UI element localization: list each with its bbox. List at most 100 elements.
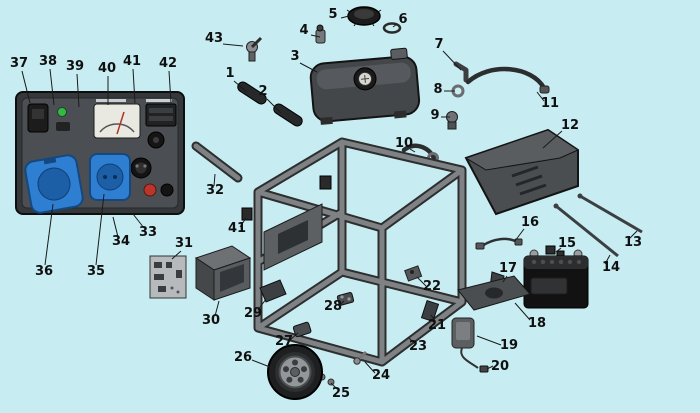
callout-leader-38 [49,68,55,106]
callout-leader-24 [364,361,376,374]
callout-leader-11 [536,91,545,102]
battery [523,249,589,309]
callout-18: 18 [528,316,546,331]
callout-leader-10 [409,148,416,153]
fuel-tank [309,47,421,125]
ground-terminal-black [160,183,174,197]
callout-leader-20 [486,365,494,370]
callout-27: 27 [275,334,293,349]
callout-leader-35 [95,193,105,266]
callout-22: 22 [423,279,441,294]
callout-5: 5 [328,7,337,22]
callout-leader-15 [555,247,562,253]
callout-7: 7 [434,37,443,52]
callout-8: 8 [433,82,442,97]
callout-4: 4 [299,23,308,38]
side-cover-panel [464,128,580,216]
callout-24: 24 [372,368,390,383]
callout-leader-41 [239,217,247,228]
callout-28: 28 [324,299,342,314]
callout-17: 17 [499,261,517,276]
callout-6: 6 [398,12,407,27]
callout-15: 15 [558,236,576,251]
fuel-hose-short [401,143,437,161]
ground-terminal-red [143,183,157,197]
callout-9: 9 [430,108,439,123]
callout-leader-12 [542,130,563,149]
callout-16: 16 [521,215,539,230]
panel-fuse [56,122,70,131]
callout-leader-16 [514,228,525,242]
callout-leader-3 [299,62,318,73]
control-panel [15,91,185,215]
callout-leader-14 [604,254,611,265]
fuel-hose-long [465,66,547,91]
wheel [267,344,323,400]
callout-30: 30 [202,313,220,328]
callout-leader-2 [266,98,282,114]
callout-leader-18 [514,302,531,321]
callout-3: 3 [290,49,299,64]
callout-leader-4 [310,34,321,38]
battery-cable [475,237,523,250]
ac-outlet [89,153,131,201]
callout-40: 40 [98,61,116,76]
callout-leader-33 [132,213,145,229]
callout-leader-21 [430,314,436,322]
tank-outlet-joint [446,111,458,130]
callout-2: 2 [258,84,267,99]
ac-outlet-cover [24,154,84,214]
bracket-28 [336,292,355,306]
panel-switch [27,103,49,133]
callout-leader-27 [289,332,299,341]
callout-33: 33 [139,225,157,240]
fuel-valve [246,36,263,62]
callout-leader-37 [21,70,31,104]
callout-leader-5 [340,15,350,19]
support-rod-short [553,203,619,258]
callout-41: 41 [123,54,141,69]
callout-leader-6 [392,23,398,28]
callout-21: 21 [428,318,446,333]
battery-tray [457,275,531,311]
vibration-mount-left [241,207,253,221]
voltmeter [93,103,141,139]
callout-leader-26 [251,359,271,368]
charge-wire [460,347,489,373]
callout-39: 39 [66,59,84,74]
callout-38: 38 [39,54,57,69]
callout-leader-19 [476,335,502,346]
filler-neck [390,47,408,60]
indicator-light [57,107,67,117]
callout-14: 14 [602,260,620,275]
charge-regulator [451,317,475,349]
callout-leader-39 [76,73,80,108]
callout-1: 1 [225,66,234,81]
handle-grip-2 [273,103,303,127]
cover-louvers [511,165,547,196]
panel-module [145,103,177,127]
main-frame [253,137,467,367]
callout-31: 31 [175,236,193,251]
breaker-knob [147,131,165,149]
callout-leader-32 [213,173,216,187]
callout-leader-28 [338,300,345,307]
fuel-filter [315,24,326,44]
breather-elbow [453,61,469,83]
callout-leader-31 [171,250,182,260]
callout-leader-42 [168,70,172,104]
callout-leader-34 [112,216,119,238]
bracket-29 [259,279,287,303]
callout-leader-41 [132,68,136,104]
support-rod-long [577,193,643,234]
control-box [194,245,252,301]
hose-end-fitting [539,85,550,94]
handle-tube [191,141,243,183]
callout-25: 25 [332,386,350,401]
callout-29: 29 [244,306,262,321]
callout-leader-22 [416,276,427,287]
callout-41: 41 [228,221,246,236]
